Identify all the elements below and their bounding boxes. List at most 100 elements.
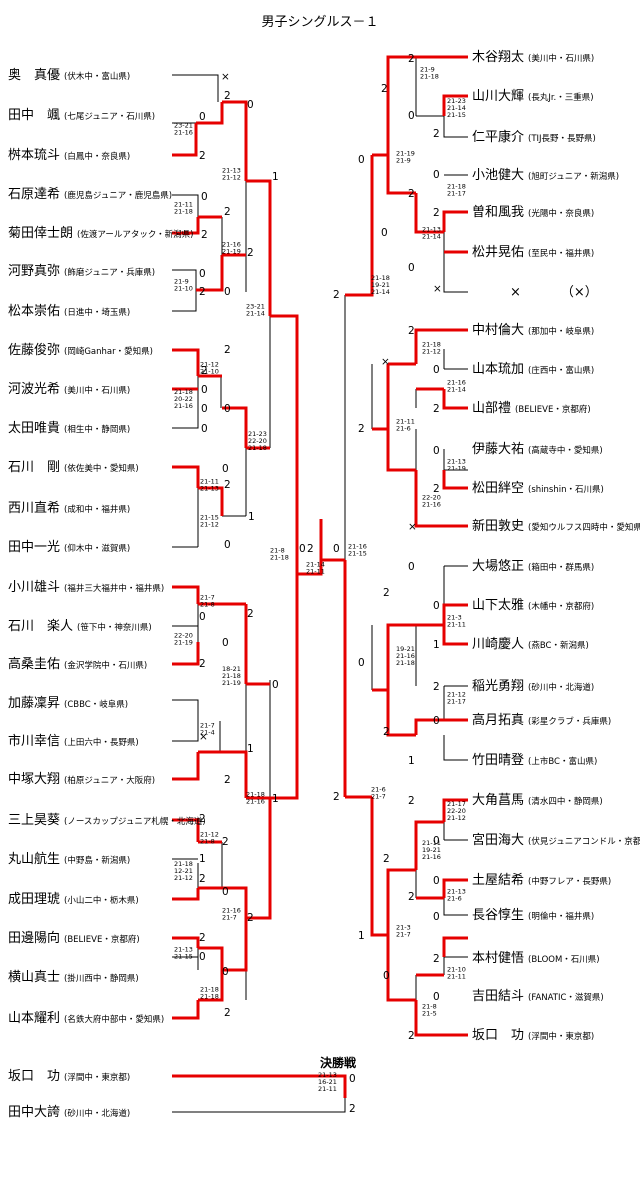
result-mark: 0 <box>433 364 440 376</box>
result-mark: 0 <box>201 191 208 203</box>
result-mark: 0 <box>199 951 206 963</box>
score-line: 16-21 <box>318 1078 337 1086</box>
result-mark: 1 <box>248 511 255 523</box>
left-players: 奥 真優(伏木中・富山県) 田中 颯(七尾ジュニア・石川県) 桝本琉斗(白鳳中・… <box>8 68 206 1026</box>
result-mark: 1 <box>199 853 206 865</box>
score-line: 18-21 <box>222 665 241 673</box>
score-line: 21-15 <box>447 111 466 119</box>
result-mark: 1 <box>433 639 440 651</box>
result-mark: 0 <box>333 543 340 555</box>
result-mark: 0 <box>408 110 415 122</box>
right-player: 伊藤大祐(高蔵寺中・愛知県) <box>472 442 603 457</box>
score-line: 21-13 <box>447 458 466 466</box>
right-player: 吉田結斗(FANATIC・滋賀県) <box>472 989 604 1004</box>
score-line: 21-12 <box>422 348 441 356</box>
result-mark: 2 <box>199 150 206 162</box>
score-line: 21-13 <box>447 888 466 896</box>
left-player: 桝本琉斗(白鳳中・奈良県) <box>8 147 130 163</box>
score-line: 21-10 <box>447 966 466 974</box>
result-mark: 2 <box>224 774 231 786</box>
result-mark: 0 <box>433 991 440 1003</box>
left-player: 佐藤俊弥(岡崎Ganhar・愛知県) <box>8 342 153 358</box>
score-line: 21-13 <box>318 1071 337 1079</box>
result-mark: 0 <box>247 99 254 111</box>
score-line: 21-14 <box>306 561 325 569</box>
result-mark: 2 <box>222 836 229 848</box>
result-mark: × <box>381 356 390 368</box>
result-mark: 2 <box>383 726 390 738</box>
final-player: 田中大誇(砂川中・北海道) <box>8 1104 130 1120</box>
final-player: 坂口 功(浮間中・東京都) <box>8 1069 130 1084</box>
left-player: 河波光希(美川中・石川県) <box>8 382 130 397</box>
score-line: 21-8 <box>270 547 285 555</box>
score-line: 19-21 <box>396 645 415 653</box>
score-line: 21-18 <box>174 208 193 216</box>
score-line: 21-11 <box>174 201 193 209</box>
results: × 0 2 0 2 0 2 2 0 2 0 2 1 0 2 2 0 0 0 0 … <box>199 53 442 1115</box>
result-mark: 0 <box>349 1073 356 1085</box>
score-line: 21-11 <box>422 839 441 847</box>
result-mark: 2 <box>408 325 415 337</box>
result-mark: 2 <box>224 90 231 102</box>
right-player: 山部禮(BELIEVE・京都府) <box>472 401 591 416</box>
score-line: 21-10 <box>200 368 219 376</box>
left-player: 松本崇佑(日進中・埼玉県) <box>8 304 130 319</box>
score-line: 23-21 <box>246 303 265 311</box>
right-player: 宮田海大(伏見ジュニアコンドル・京都府) <box>472 832 640 848</box>
result-mark: 2 <box>199 932 206 944</box>
score-line: 21-10 <box>174 285 193 293</box>
score-line: 21-7 <box>371 793 386 801</box>
score-line: 22-20 <box>422 494 441 502</box>
right-player: 松田絆空(shinshin・石川県) <box>472 481 604 496</box>
score-line: 21-18 <box>270 554 289 562</box>
result-mark: 0 <box>199 111 206 123</box>
result-mark: 0 <box>224 539 231 551</box>
result-mark: 0 <box>272 679 279 691</box>
left-player: 奥 真優(伏木中・富山県) <box>8 68 130 83</box>
left-player: 石川 剛(依佐美中・愛知県) <box>8 460 139 475</box>
score-line: 21-13 <box>422 226 441 234</box>
result-mark: 0 <box>433 715 440 727</box>
result-mark: 2 <box>383 853 390 865</box>
score-line: 21-18 <box>174 388 193 396</box>
score-line: 21-16 <box>422 501 441 509</box>
result-mark: 2 <box>408 1030 415 1042</box>
result-mark: × <box>433 283 442 295</box>
score-line: 21-16 <box>246 798 265 806</box>
bracket-lines <box>172 57 468 1113</box>
result-mark: 0 <box>199 268 206 280</box>
right-player: 長谷惇生(明倫中・福井県) <box>472 907 594 923</box>
result-mark: 0 <box>433 875 440 887</box>
score-line: 21-17 <box>447 698 466 706</box>
result-mark: 2 <box>199 873 206 885</box>
right-player: 山下太雅(木幡中・京都府) <box>472 598 594 613</box>
result-mark: 2 <box>433 128 440 140</box>
score-line: 21-13 <box>174 946 193 954</box>
score-line: 21-3 <box>447 614 462 622</box>
result-mark: 2 <box>433 403 440 415</box>
score-line: 21-18 <box>248 444 267 452</box>
score-line: 21-7 <box>200 722 215 730</box>
result-mark: 2 <box>247 608 254 620</box>
result-mark: 2 <box>224 1007 231 1019</box>
right-player: 坂口 功(浮間中・東京都) <box>472 1028 594 1043</box>
result-mark: 0 <box>383 970 390 982</box>
